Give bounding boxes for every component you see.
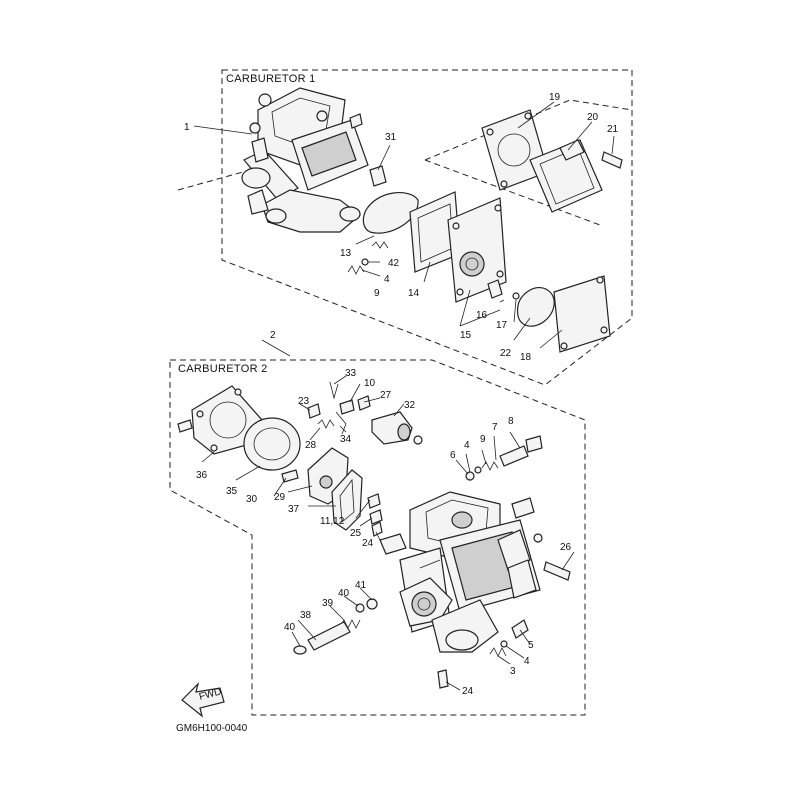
part-8-cap	[525, 435, 543, 453]
callout-4-carb2-bottom: 4	[524, 656, 530, 667]
callout-6: 6	[450, 450, 456, 461]
callout-40-upper: 40	[338, 588, 350, 599]
part-3-spring	[489, 647, 507, 657]
callout-41: 41	[355, 580, 367, 591]
part-18-plate	[553, 275, 611, 353]
callout-30: 30	[246, 494, 258, 505]
part-21-screw	[601, 151, 623, 169]
part-22-diaphragm	[516, 287, 555, 327]
callout-23: 23	[298, 396, 310, 407]
callout-9-carb1: 9	[374, 288, 380, 299]
part-13-diaphragm	[362, 192, 419, 234]
callout-1: 1	[184, 122, 190, 133]
callout-24-upper: 24	[362, 538, 374, 549]
callout-15: 15	[460, 330, 472, 341]
part-31-screw	[369, 165, 387, 187]
carburetor2-group-outline	[169, 359, 586, 716]
part-4-washer-carb1	[361, 258, 369, 266]
part-36-screw	[177, 419, 193, 433]
part-38-shaft	[307, 621, 351, 651]
part-11-12-jet	[367, 493, 381, 509]
callout-31: 31	[385, 132, 397, 143]
callout-3: 3	[510, 666, 516, 677]
callout-21: 21	[607, 124, 619, 135]
part-7-screw	[499, 445, 529, 467]
callout-8: 8	[508, 416, 514, 427]
callout-7: 7	[492, 422, 498, 433]
callout-labels: 1 31 19 20 21 13 42 4 9 14 16 17 15 22 1…	[184, 92, 619, 697]
callout-37: 37	[288, 504, 300, 515]
part-4-washer-carb2-bottom	[500, 640, 508, 648]
part-25-screw	[369, 509, 383, 525]
callout-14: 14	[408, 288, 420, 299]
callout-42: 42	[388, 258, 400, 269]
part-33-clip	[329, 381, 339, 400]
part-26-screw	[543, 561, 571, 581]
callout-34: 34	[340, 434, 352, 445]
callout-32: 32	[404, 400, 416, 411]
carburetor1-group-outline	[221, 69, 633, 386]
part-23-screw	[307, 403, 321, 419]
part-28-spring	[317, 419, 335, 429]
callout-10: 10	[364, 378, 376, 389]
callout-19: 19	[549, 92, 561, 103]
callout-25: 25	[350, 528, 362, 539]
part-16-valve	[487, 279, 503, 299]
callout-28: 28	[305, 440, 317, 451]
callout-11-12: 11,12	[320, 516, 345, 527]
callout-40-lower: 40	[284, 622, 296, 633]
part-42-spring	[371, 241, 389, 249]
part-9-spring-carb2	[481, 461, 499, 471]
part-27-washer	[357, 395, 371, 411]
carburetor2-title: CARBURETOR 2	[178, 363, 268, 375]
callout-5: 5	[528, 640, 534, 651]
callout-38: 38	[300, 610, 312, 621]
part-10-needle	[339, 399, 355, 415]
callout-18: 18	[520, 352, 532, 363]
part-34-lever	[335, 411, 347, 435]
callout-39: 39	[322, 598, 334, 609]
part-41-oring	[366, 598, 378, 610]
part-30-screw	[281, 469, 299, 483]
callout-4-carb2-top: 4	[464, 440, 470, 451]
callout-33: 33	[345, 368, 357, 379]
carb1-plane-line-upper-right	[424, 159, 601, 226]
callout-22: 22	[500, 348, 512, 359]
callout-29: 29	[274, 492, 286, 503]
part-32-oring	[413, 435, 423, 445]
callout-24-lower: 24	[462, 686, 474, 697]
carburetor1-body	[241, 87, 369, 233]
part-5-screw	[511, 619, 529, 639]
carb1-plane-line-upper	[424, 99, 633, 161]
part-4-washer-carb2-top	[474, 466, 482, 474]
callout-27: 27	[380, 390, 392, 401]
callout-13: 13	[340, 248, 352, 259]
part-9-spring-carb1	[347, 265, 365, 275]
leader-lines	[193, 101, 615, 691]
fwd-arrow-icon	[181, 682, 225, 718]
callout-26: 26	[560, 542, 572, 553]
callout-36: 36	[196, 470, 208, 481]
callout-4-carb1: 4	[384, 274, 390, 285]
part-15-pump-cover	[447, 197, 507, 303]
part-39-spring	[339, 619, 361, 629]
part-35-diaphragm	[243, 417, 301, 471]
callout-2: 2	[270, 330, 276, 341]
callout-20: 20	[587, 112, 599, 123]
part-37-plate	[331, 469, 363, 531]
diagram-code: GM6H100-0040	[176, 723, 248, 734]
part-17-washer	[512, 292, 520, 300]
part-40-washer-lower	[293, 645, 307, 655]
carburetor2-body	[379, 491, 543, 653]
carb1-plane-line-lower	[177, 169, 251, 191]
callout-35: 35	[226, 486, 238, 497]
part-24-jet-upper	[371, 521, 383, 537]
carburetor1-title: CARBURETOR 1	[226, 73, 316, 85]
callout-17: 17	[496, 320, 508, 331]
callout-16: 16	[476, 310, 488, 321]
part-24-jet-lower	[437, 669, 449, 689]
callout-9-carb2: 9	[480, 434, 486, 445]
